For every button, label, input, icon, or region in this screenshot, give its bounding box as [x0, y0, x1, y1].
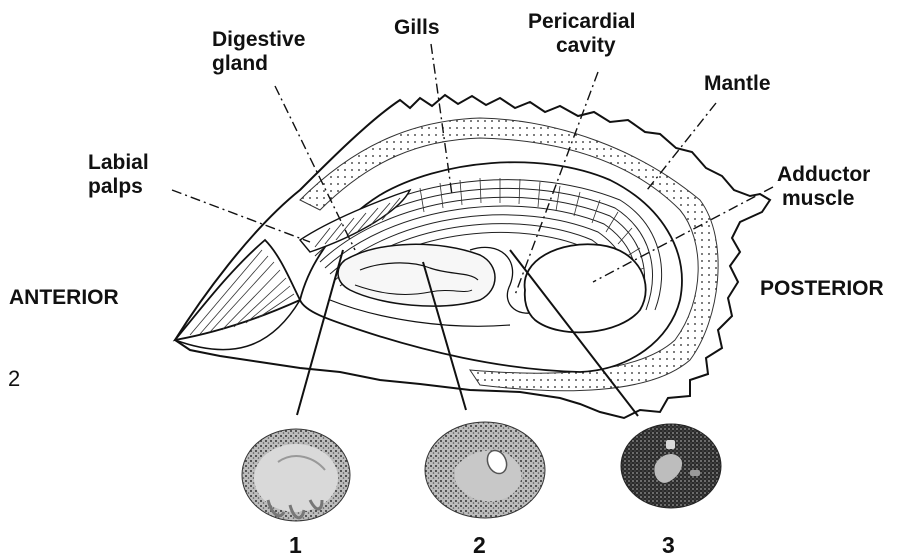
section-number-2: 2: [473, 532, 486, 559]
label-anterior: ANTERIOR: [9, 286, 119, 310]
section-number-3: 3: [662, 532, 675, 559]
label-adductor-muscle-line1: Adductor: [777, 163, 870, 187]
label-gills: Gills: [394, 16, 440, 40]
label-digestive-gland-line1: Digestive: [212, 28, 305, 52]
label-pericardial-cavity-line1: Pericardial: [528, 10, 635, 34]
label-mantle: Mantle: [704, 72, 771, 96]
label-posterior: POSTERIOR: [760, 277, 884, 301]
label-labial-palps: Labial palps: [88, 151, 149, 199]
label-labial-palps-line1: Labial: [88, 151, 149, 175]
cross-section-1-image: [242, 429, 350, 521]
side-number: 2: [8, 366, 20, 392]
cross-section-3-image: [621, 424, 721, 508]
label-digestive-gland-line2: gland: [212, 52, 305, 76]
section-number-1: 1: [289, 532, 302, 559]
label-pericardial-cavity: Pericardial cavity: [528, 10, 635, 58]
label-digestive-gland: Digestive gland: [212, 28, 305, 76]
label-pericardial-cavity-line2: cavity: [528, 34, 635, 58]
label-adductor-muscle-line2: muscle: [777, 187, 870, 211]
label-adductor-muscle: Adductor muscle: [777, 163, 870, 211]
label-labial-palps-line2: palps: [88, 175, 149, 199]
cross-section-2-image: [425, 422, 545, 518]
